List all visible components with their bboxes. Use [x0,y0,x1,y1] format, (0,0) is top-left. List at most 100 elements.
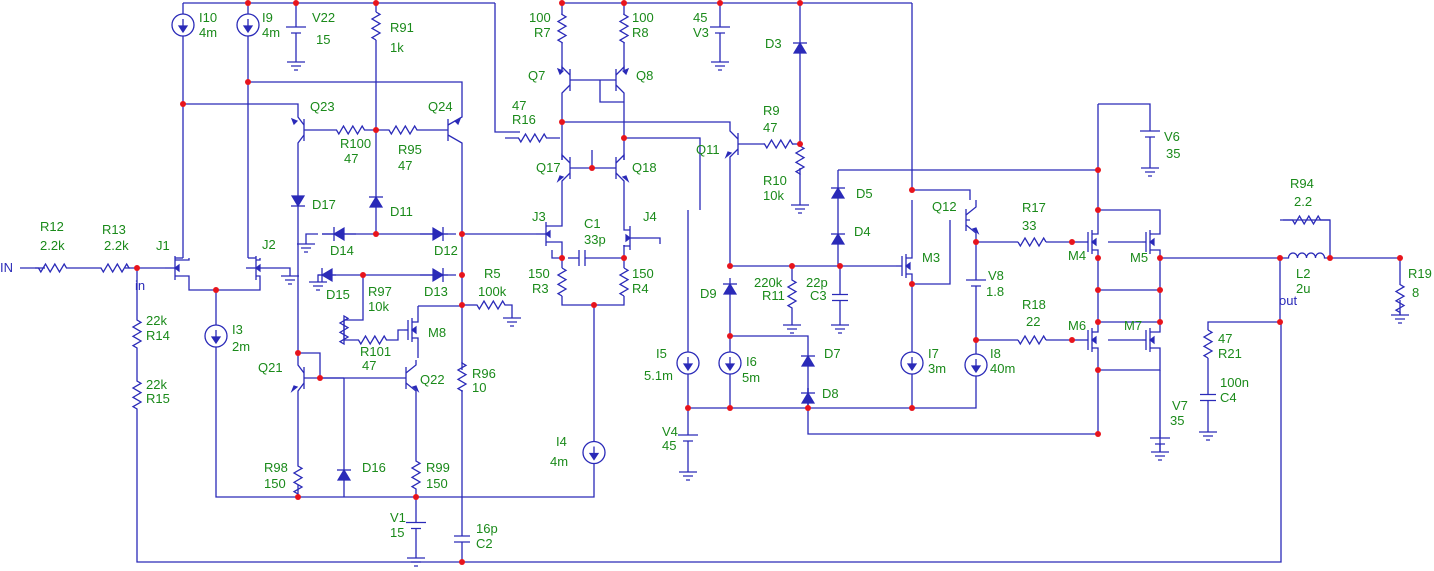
ground-symbol [1391,314,1409,324]
i5-ref-label: I5 [656,346,667,361]
v4-ref-label: V4 [662,424,678,439]
i9-current-source [236,13,260,37]
d7-ref-label: D7 [824,346,841,361]
r14-resistor [131,318,143,350]
r13-value-label: 2.2k [104,238,129,253]
l2-inductor [1283,252,1330,259]
q23-ref-label: Q23 [310,99,335,114]
i5-value-label: 5.1m [644,368,673,383]
r98-resistor [292,465,304,495]
i10-current-source [171,13,195,37]
r101-value-label: 47 [362,358,376,373]
r10-resistor [794,145,806,175]
m8-fet [404,306,419,345]
d12-diode [420,226,456,242]
i7-current-source [900,350,924,376]
r18-value-label: 22 [1026,314,1040,329]
q17-ref-label: Q17 [536,160,561,175]
r11-ref-label: R11 [762,288,785,303]
r4-ref-label: R4 [632,281,649,296]
q24-ref-label: Q24 [428,99,453,114]
c3-ref-label: C3 [810,288,827,303]
d17-diode [290,192,306,210]
ground-symbol [1199,431,1217,441]
i7-value-label: 3m [928,361,946,376]
ground-symbol [287,61,305,71]
r3-ref-label: R3 [532,281,549,296]
r95-ref-label: R95 [398,142,422,157]
v3-voltage-source [710,20,730,40]
in-node-label: in [135,278,145,293]
v1-value-label: 15 [390,525,404,540]
r96-value-label: 10 [472,380,486,395]
r3-resistor [556,267,568,297]
i3-current-source [204,322,228,350]
m5-ref-label: M5 [1130,250,1148,265]
ground-symbol [711,61,729,71]
d4-diode [830,228,846,250]
r94-ref-label: R94 [1290,176,1314,191]
d4-ref-label: D4 [854,224,871,239]
r9-value-label: 47 [763,120,777,135]
r99-ref-label: R99 [426,460,450,475]
m7-ref-label: M7 [1124,318,1142,333]
r17-ref-label: R17 [1022,200,1046,215]
c4-capacitor [1200,375,1216,420]
c3-value-label: 22p [806,275,828,290]
r17-value-label: 33 [1022,218,1036,233]
i8-current-source [964,352,988,378]
r97-value-label: 10k [368,299,389,314]
r4-resistor [618,267,630,297]
r97-ref-label: R97 [368,284,392,299]
i8-ref-label: I8 [990,346,1001,361]
ground-symbol [297,243,315,253]
q8-transistor [610,65,630,96]
i5-current-source [676,350,700,376]
j4-ref-label: J4 [643,209,657,224]
i9-ref-label: I9 [262,10,273,25]
q8-ref-label: Q8 [636,68,653,83]
d12-ref-label: D12 [434,243,458,258]
r4-value-label: 150 [632,266,654,281]
r10-ref-label: R10 [763,173,787,188]
v1-voltage-source [406,515,426,536]
i4-value-label: 4m [550,454,568,469]
i6-value-label: 5m [742,370,760,385]
v1-ref-label: V1 [390,510,406,525]
j2-ref-label: J2 [262,237,276,252]
i9-value-label: 4m [262,25,280,40]
junction-dots [134,0,1403,565]
r15-resistor [131,380,143,410]
d9-diode [722,278,738,300]
q18-ref-label: Q18 [632,160,657,175]
m4-fet [1084,225,1099,258]
d11-ref-label: D11 [390,204,413,219]
r101-resistor [355,334,390,346]
d11-diode [368,192,384,212]
v22-ref-label: V22 [312,10,335,25]
c4-value-label: 100n [1220,375,1249,390]
wires [20,2,1401,563]
c4-ref-label: C4 [1220,390,1237,405]
i6-current-source [718,350,742,376]
d3-ref-label: D3 [765,36,782,51]
m6-ref-label: M6 [1068,318,1086,333]
i4-ref-label: I4 [556,434,567,449]
q12-transistor [965,200,980,236]
r17-resistor [1017,236,1047,248]
j3-fet [536,220,563,246]
q22-ref-label: Q22 [420,372,445,387]
r96-resistor [456,362,468,392]
m4-ref-label: M4 [1068,248,1086,263]
q11-ref-label: Q11 [696,142,720,157]
r7-resistor [556,13,568,44]
d14-ref-label: D14 [330,243,354,258]
v7-voltage-source [1150,430,1170,452]
r95-value-label: 47 [398,158,412,173]
v22-voltage-source [286,20,306,40]
r21-value-label: 47 [1218,331,1232,346]
r99-resistor [410,460,422,490]
d15-diode [318,267,336,283]
i7-ref-label: I7 [928,346,939,361]
